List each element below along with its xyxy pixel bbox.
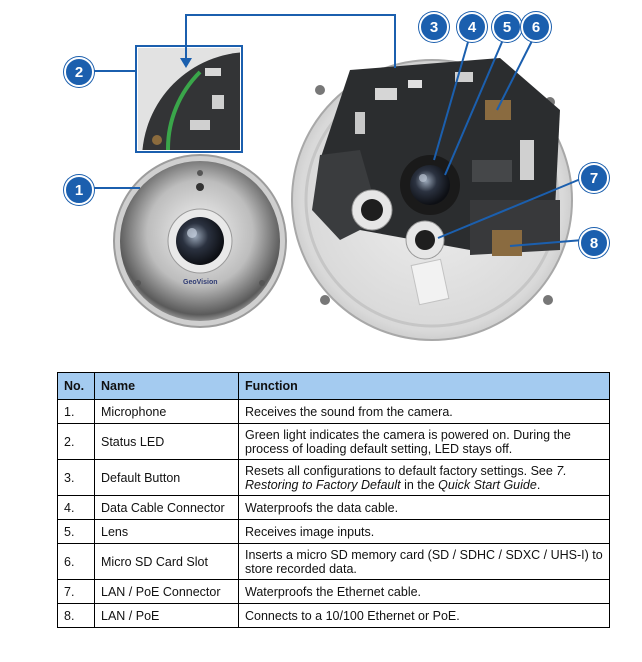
row-function: Waterproofs the data cable. xyxy=(238,495,610,520)
row-name: LAN / PoE xyxy=(94,603,239,628)
table-header-row: No. Name Function xyxy=(57,372,610,400)
callout-5: 5 xyxy=(492,12,522,42)
table-row: 8. LAN / PoE Connects to a 10/100 Ethern… xyxy=(57,603,610,628)
row-no: 5. xyxy=(57,519,95,544)
row-no: 4. xyxy=(57,495,95,520)
row-name: Default Button xyxy=(94,459,239,496)
row-name: Micro SD Card Slot xyxy=(94,543,239,580)
component-table: No. Name Function 1. Microphone Receives… xyxy=(57,372,610,628)
header-name: Name xyxy=(94,372,239,400)
function-text: . xyxy=(536,477,541,492)
table-row: 2. Status LED Green light indicates the … xyxy=(57,423,610,460)
callout-1: 1 xyxy=(64,175,94,205)
led-inset xyxy=(135,45,243,153)
row-no: 8. xyxy=(57,603,95,628)
camera-interior xyxy=(291,58,573,341)
camera-illustration: GeoVision xyxy=(92,14,584,341)
table-row: 4. Data Cable Connector Waterproofs the … xyxy=(57,495,610,520)
row-no: 7. xyxy=(57,579,95,604)
row-function: Receives the sound from the camera. xyxy=(238,399,610,424)
callout-8: 8 xyxy=(579,228,609,258)
guide-reference: Quick Start Guide xyxy=(438,477,537,492)
header-function: Function xyxy=(238,372,610,400)
chapter-reference: 7. Restoring to Factory Default xyxy=(245,463,567,492)
row-name: Microphone xyxy=(94,399,239,424)
row-function: Green light indicates the camera is powe… xyxy=(238,423,610,460)
row-no: 6. xyxy=(57,543,95,580)
table-row: 1. Microphone Receives the sound from th… xyxy=(57,399,610,424)
row-name: Lens xyxy=(94,519,239,544)
table-row: 6. Micro SD Card Slot Inserts a micro SD… xyxy=(57,543,610,580)
camera-figure: GeoVision xyxy=(64,12,609,341)
camera-front: GeoVision xyxy=(113,154,287,328)
row-name: Status LED xyxy=(94,423,239,460)
table-row: 7. LAN / PoE Connector Waterproofs the E… xyxy=(57,579,610,604)
row-name: LAN / PoE Connector xyxy=(94,579,239,604)
row-function: Resets all configurations to default fac… xyxy=(238,459,610,496)
row-no: 3. xyxy=(57,459,95,496)
front-logo: GeoVision xyxy=(183,279,218,286)
callout-6: 6 xyxy=(521,12,551,42)
callout-4: 4 xyxy=(457,12,487,42)
function-text: Resets all configurations to default fac… xyxy=(245,463,557,478)
callout-3: 3 xyxy=(419,12,449,42)
row-function: Inserts a micro SD memory card (SD / SDH… xyxy=(238,543,610,580)
row-no: 2. xyxy=(57,423,95,460)
callout-2: 2 xyxy=(64,57,94,87)
row-function: Waterproofs the Ethernet cable. xyxy=(238,579,610,604)
callout-7: 7 xyxy=(579,163,609,193)
row-function: Receives image inputs. xyxy=(238,519,610,544)
table-row: 3. Default Button Resets all configurati… xyxy=(57,459,610,496)
row-no: 1. xyxy=(57,399,95,424)
leader-lines xyxy=(92,14,584,247)
row-name: Data Cable Connector xyxy=(94,495,239,520)
table-row: 5. Lens Receives image inputs. xyxy=(57,519,610,544)
function-text: in the xyxy=(400,477,439,492)
header-no: No. xyxy=(57,372,95,400)
row-function: Connects to a 10/100 Ethernet or PoE. xyxy=(238,603,610,628)
